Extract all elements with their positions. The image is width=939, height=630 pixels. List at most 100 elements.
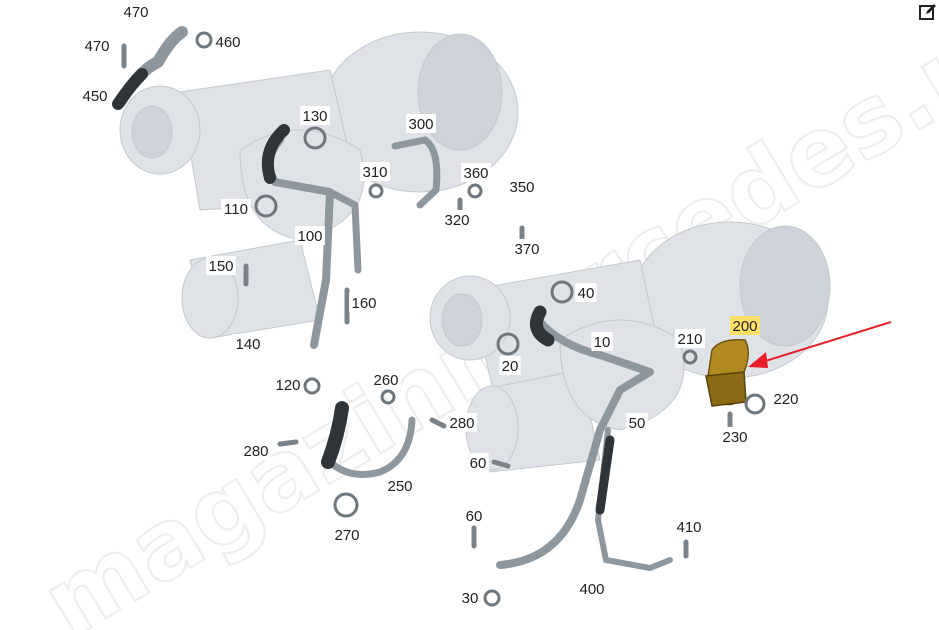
clamp-40: [550, 280, 574, 304]
seal-210: [682, 349, 698, 365]
callout-c370[interactable]: 370: [514, 241, 539, 258]
turbocharger-lower: [429, 221, 831, 473]
callout-c210[interactable]: 210: [677, 331, 702, 348]
callout-c10[interactable]: 10: [594, 334, 611, 351]
callout-c460[interactable]: 460: [215, 34, 240, 51]
callout-c400[interactable]: 400: [579, 581, 604, 598]
turbo-upper-compressor-inlet: [417, 33, 503, 151]
fittings: [121, 31, 766, 607]
callout-c320[interactable]: 320: [444, 212, 469, 229]
pointer-arrow: [748, 321, 892, 368]
hose-40: [529, 305, 555, 347]
pointer-arrow-shaft: [761, 321, 892, 363]
bolt-60a: [491, 459, 511, 469]
callout-c40[interactable]: 40: [578, 285, 595, 302]
callout-c450[interactable]: 450: [82, 88, 107, 105]
callout-c360[interactable]: 360: [463, 165, 488, 182]
hose-400: [595, 435, 615, 515]
callout-bg: [577, 579, 607, 598]
callout-bg: [575, 283, 597, 302]
pointer-arrow-head: [748, 352, 768, 368]
callout-bg: [626, 413, 648, 432]
bolt-280b: [277, 439, 299, 447]
callout-bg: [406, 114, 436, 133]
callout-c60b[interactable]: 60: [466, 508, 483, 525]
callout-c100[interactable]: 100: [297, 228, 322, 245]
callout-c310[interactable]: 310: [362, 164, 387, 181]
callout-c470b[interactable]: 470: [84, 38, 109, 55]
callout-labels: 470 470 460 450 130 300 310 360 350 110 320 100 370 1…: [80, 2, 801, 607]
callout-bg: [507, 177, 537, 196]
callout-c300[interactable]: 300: [408, 116, 433, 133]
callout-c120[interactable]: 120: [275, 377, 300, 394]
clamp-130: [303, 126, 327, 150]
seal-310: [368, 183, 384, 199]
callout-c130[interactable]: 130: [302, 108, 327, 125]
callout-c280b[interactable]: 280: [243, 443, 268, 460]
callout-bg: [385, 476, 415, 495]
callout-bg: [349, 293, 379, 312]
turbo-upper-turbine-bore: [131, 105, 173, 159]
callout-c280a[interactable]: 280: [449, 415, 474, 432]
callout-c230[interactable]: 230: [722, 429, 747, 446]
callout-c260[interactable]: 260: [373, 372, 398, 389]
pipe-300: [391, 136, 441, 209]
part-200-highlighted: [705, 338, 749, 407]
callout-bg: [121, 2, 151, 21]
clamp-220: [744, 393, 766, 415]
callout-c140[interactable]: 140: [235, 336, 260, 353]
callout-bg: [206, 256, 236, 275]
pipes: [112, 26, 673, 571]
callout-c110[interactable]: 110: [224, 201, 248, 218]
callout-bg: [332, 525, 362, 544]
callout-c350[interactable]: 350: [509, 179, 534, 196]
callout-bg: [371, 370, 401, 389]
callout-bg: [233, 334, 263, 353]
callout-highlight-bg: [730, 316, 760, 335]
turbo-lower-scroll: [559, 319, 685, 431]
part-200-flange: [705, 371, 747, 407]
callout-bg: [463, 506, 485, 525]
callout-bg: [273, 375, 303, 394]
callout-c410[interactable]: 410: [676, 519, 701, 536]
seal-460: [195, 31, 213, 49]
callout-c200[interactable]: 200: [732, 318, 757, 335]
seal-260: [380, 389, 396, 405]
pipe-100-branch: [326, 188, 362, 274]
callout-c50[interactable]: 50: [629, 415, 646, 432]
callout-bg: [300, 106, 330, 125]
callout-bg: [591, 332, 613, 351]
callout-c270[interactable]: 270: [334, 527, 359, 544]
clamp-110: [254, 194, 278, 218]
callout-c470a[interactable]: 470: [123, 4, 148, 21]
callout-c160[interactable]: 160: [351, 295, 376, 312]
callout-bg: [467, 453, 489, 472]
callout-c250[interactable]: 250: [387, 478, 412, 495]
clamp-20: [496, 332, 520, 356]
callout-bg: [442, 210, 472, 229]
edit-button[interactable]: [918, 2, 938, 22]
callout-c60a[interactable]: 60: [470, 455, 487, 472]
callout-bg: [221, 199, 251, 218]
hose-450-dark: [112, 68, 148, 110]
callout-bg: [360, 162, 390, 181]
callout-bg: [241, 441, 271, 460]
callout-c20[interactable]: 20: [502, 358, 519, 375]
hose-250: [321, 401, 349, 469]
seal-120: [303, 377, 321, 395]
callout-c30[interactable]: 30: [462, 590, 479, 607]
pipe-10: [496, 318, 654, 569]
callout-bg: [80, 86, 110, 105]
callout-bg: [82, 36, 112, 55]
turbo-lower-turbine-bore: [441, 293, 483, 347]
callout-c220[interactable]: 220: [773, 391, 798, 408]
callout-bg: [771, 389, 801, 408]
callout-bg: [675, 329, 705, 348]
bolt-280a: [429, 417, 447, 429]
callout-bg: [459, 588, 481, 607]
callout-c150[interactable]: 150: [208, 258, 233, 275]
callout-bg: [461, 163, 491, 182]
callout-bg: [295, 226, 325, 245]
hose-130: [261, 124, 290, 184]
